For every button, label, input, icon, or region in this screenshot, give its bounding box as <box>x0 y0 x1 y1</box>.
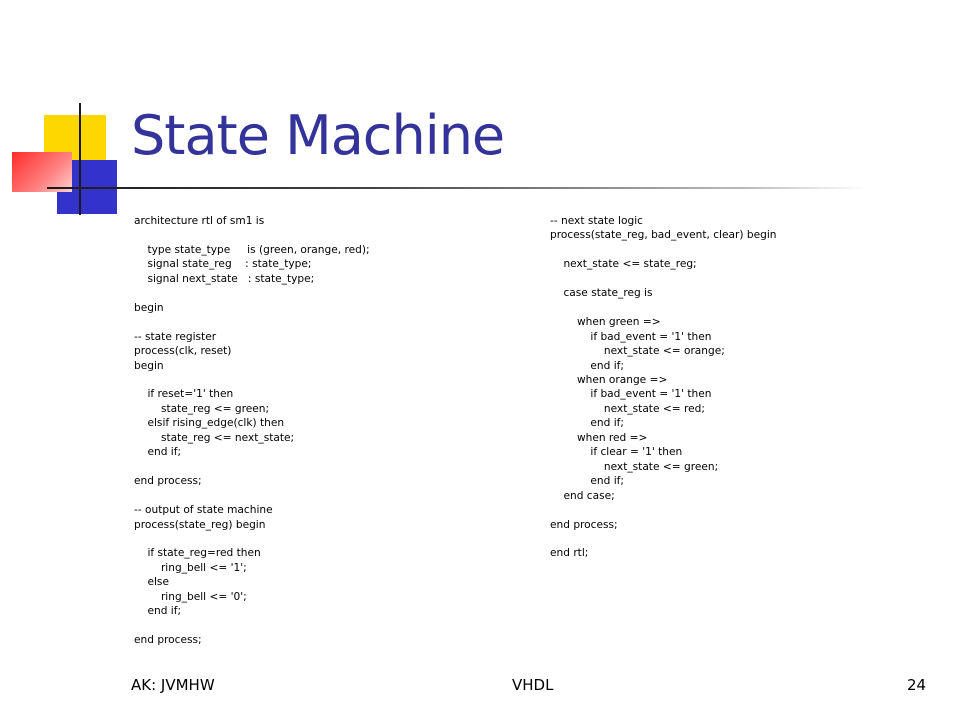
decor-vertical-line <box>79 103 81 215</box>
page-number: 24 <box>907 676 927 694</box>
decor-red-square <box>12 152 72 192</box>
code-block-right: -- next state logic process(state_reg, b… <box>550 215 777 560</box>
footer-topic: VHDL <box>512 676 554 694</box>
slide-title: State Machine <box>131 104 505 167</box>
title-underline <box>47 187 867 189</box>
code-block-left: architecture rtl of sm1 is type state_ty… <box>134 215 370 647</box>
footer-author: AK: JVMHW <box>131 676 215 694</box>
